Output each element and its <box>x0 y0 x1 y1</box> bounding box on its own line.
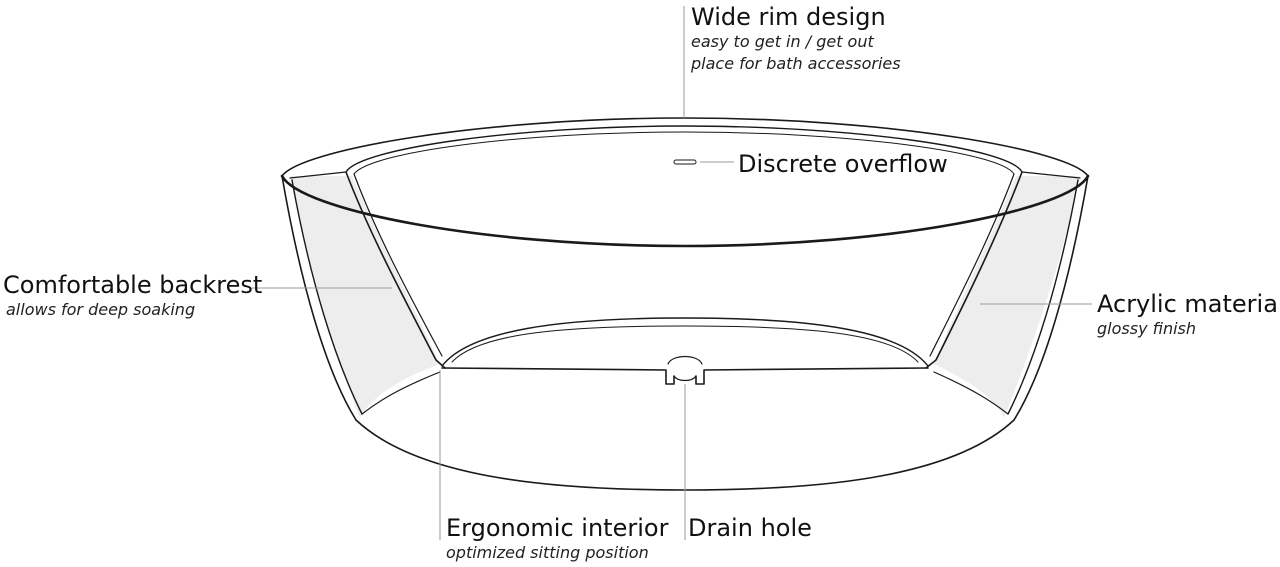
callout-wide-rim-line-2: place for bath accessories <box>691 54 901 73</box>
callout-drain: Drain hole <box>688 514 812 542</box>
backrest-left <box>345 171 446 369</box>
drain-hole-lower <box>673 375 697 382</box>
callout-acrylic-title: Acrylic material <box>1097 290 1280 318</box>
callout-backrest-title: Comfortable backrest <box>3 271 263 299</box>
callout-wide-rim-title: Wide rim design <box>691 3 886 31</box>
right-wall-top <box>1021 171 1081 179</box>
callout-acrylic-line-1: glossy finish <box>1097 319 1197 338</box>
backrest-right <box>925 171 1023 369</box>
rim-front-edge <box>280 174 1090 248</box>
backrest-left-inner <box>353 173 443 357</box>
callout-ergonomic-line-1: optimized sitting position <box>446 543 649 562</box>
callout-ergonomic-title: Ergonomic interior <box>446 514 669 542</box>
tub-floor-back <box>441 317 929 367</box>
rim-outer-top <box>281 117 1089 177</box>
callout-backrest-line-1: allows for deep soaking <box>6 300 196 319</box>
callout-overflow-title: Discrete overflow <box>738 150 948 178</box>
inner-wall-right-outer <box>1007 179 1079 415</box>
callout-ergonomic: Ergonomic interior optimized sitting pos… <box>446 514 668 564</box>
tub-floor-back-inner <box>451 325 919 363</box>
callout-backrest: Comfortable backrest allows for deep soa… <box>3 271 262 321</box>
inner-wall-left-outer <box>291 179 363 415</box>
tub-bottom-inner-right <box>933 371 1009 415</box>
outer-shell-left <box>281 175 357 421</box>
left-wall-section <box>290 176 440 418</box>
drain-hole <box>667 355 703 365</box>
callout-drain-title: Drain hole <box>688 514 812 542</box>
right-wall-section <box>934 176 1080 418</box>
callout-acrylic: Acrylic material glossy finish <box>1097 290 1280 340</box>
left-wall-top <box>289 171 347 179</box>
callout-wide-rim-line-1: easy to get in / get out <box>691 32 874 51</box>
tub-floor-front-left <box>441 367 675 385</box>
rim-inner-opening <box>345 125 1023 173</box>
outer-shell-right <box>1013 175 1089 421</box>
tub-bottom-inner <box>361 371 441 415</box>
rim-inner-opening-2 <box>353 131 1015 175</box>
overflow-slot <box>673 159 697 165</box>
callout-wide-rim: Wide rim design easy to get in / get out… <box>691 3 901 75</box>
callout-overflow: Discrete overflow <box>738 150 948 178</box>
tub-floor-front-right <box>695 367 929 385</box>
backrest-right-inner <box>929 173 1015 357</box>
